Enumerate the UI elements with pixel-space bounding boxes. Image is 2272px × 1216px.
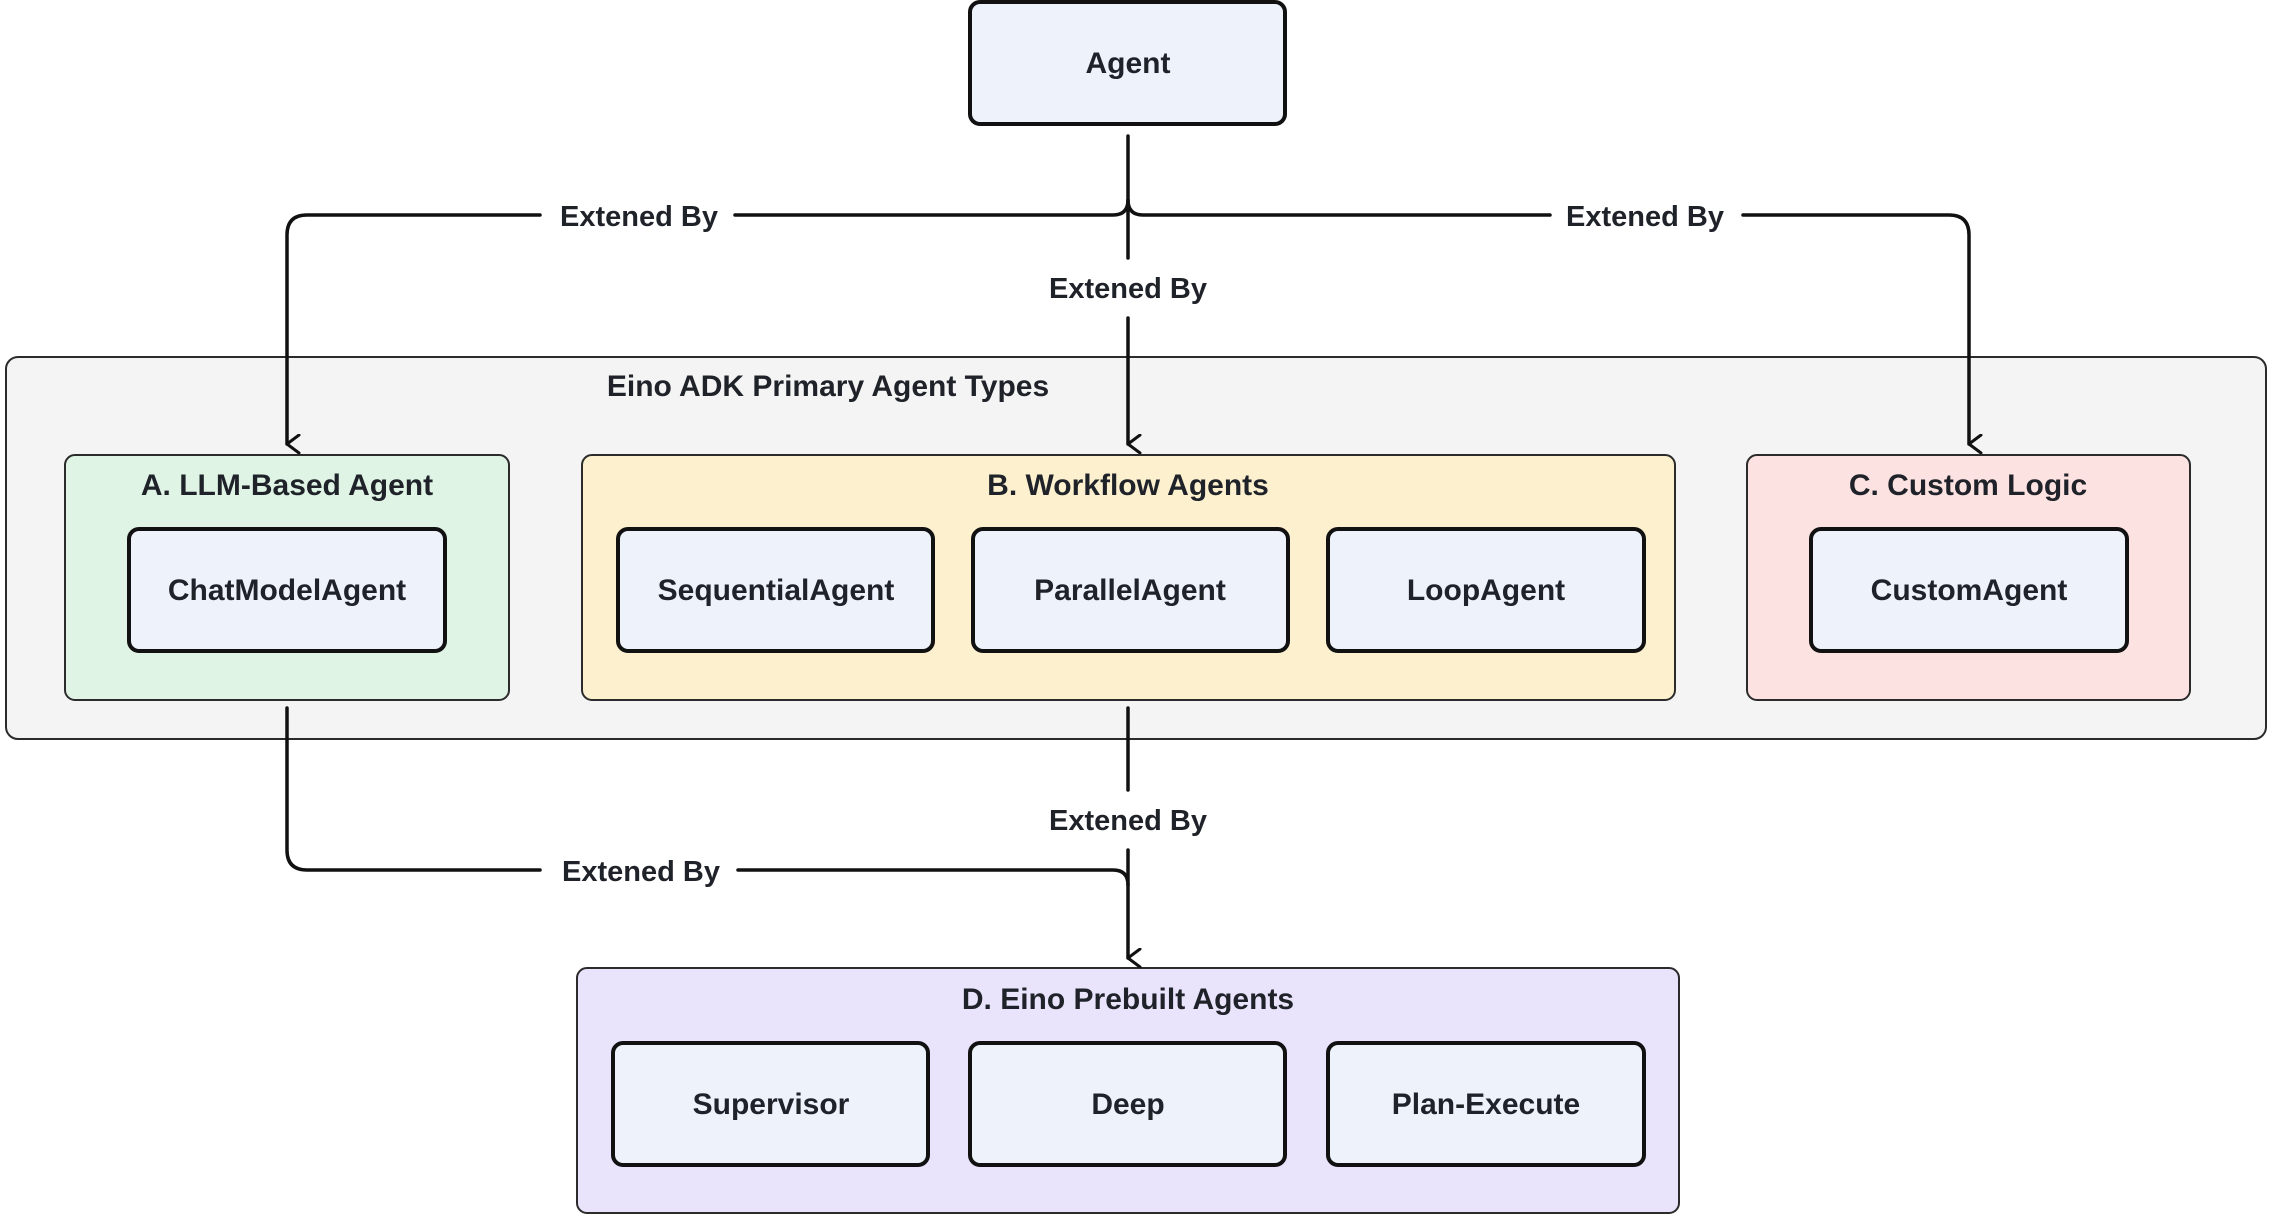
agent-root-node[interactable]: Agent [968, 0, 1287, 126]
edge-agent-to-llm-based-join [733, 134, 1130, 217]
edges-top [285, 134, 1969, 444]
sequential-agent-label: SequentialAgent [658, 574, 895, 607]
loop-agent-node[interactable]: LoopAgent [1326, 527, 1646, 653]
edge-label-agent-to-llm-based: Extened By [560, 201, 718, 233]
category-llm-based-agent-title: A. LLM-Based Agent [141, 469, 433, 502]
deep-label: Deep [1091, 1088, 1164, 1121]
edge-label-agent-to-workflow: Extened By [1049, 273, 1207, 305]
edge-labels: Extened By Extened By Extened By Extened… [560, 201, 1724, 888]
custom-agent-node[interactable]: CustomAgent [1809, 527, 2129, 653]
edge-llm-based-to-prebuilt-join [736, 868, 1130, 887]
category-custom-logic-title: C. Custom Logic [1849, 469, 2087, 502]
plan-execute-label: Plan-Execute [1392, 1088, 1580, 1121]
edge-agent-to-custom-logic [1741, 213, 1969, 444]
sequential-agent-node[interactable]: SequentialAgent [616, 527, 935, 653]
agent-root-label: Agent [1086, 47, 1171, 80]
edge-label-llm-based-to-prebuilt: Extened By [562, 856, 720, 888]
parallel-agent-label: ParallelAgent [1034, 574, 1226, 607]
deep-node[interactable]: Deep [968, 1041, 1287, 1167]
supervisor-label: Supervisor [693, 1088, 850, 1121]
edge-llm-based-to-prebuilt [285, 706, 542, 872]
primary-group-title: Eino ADK Primary Agent Types [607, 370, 1049, 403]
plan-execute-node[interactable]: Plan-Execute [1326, 1041, 1646, 1167]
edges-bottom [285, 706, 1130, 958]
chat-model-agent-node[interactable]: ChatModelAgent [127, 527, 447, 653]
supervisor-node[interactable]: Supervisor [611, 1041, 930, 1167]
category-workflow-agents-title: B. Workflow Agents [987, 469, 1269, 502]
loop-agent-label: LoopAgent [1407, 574, 1565, 607]
chat-model-agent-label: ChatModelAgent [168, 574, 406, 607]
custom-agent-label: CustomAgent [1871, 574, 2068, 607]
edge-label-agent-to-custom-logic: Extened By [1566, 201, 1724, 233]
category-prebuilt-agents-title: D. Eino Prebuilt Agents [962, 983, 1294, 1016]
edge-agent-to-custom-logic-join [1126, 198, 1552, 217]
edge-agent-to-llm-based [285, 213, 542, 444]
edge-label-workflow-to-prebuilt: Extened By [1049, 805, 1207, 837]
parallel-agent-node[interactable]: ParallelAgent [971, 527, 1290, 653]
